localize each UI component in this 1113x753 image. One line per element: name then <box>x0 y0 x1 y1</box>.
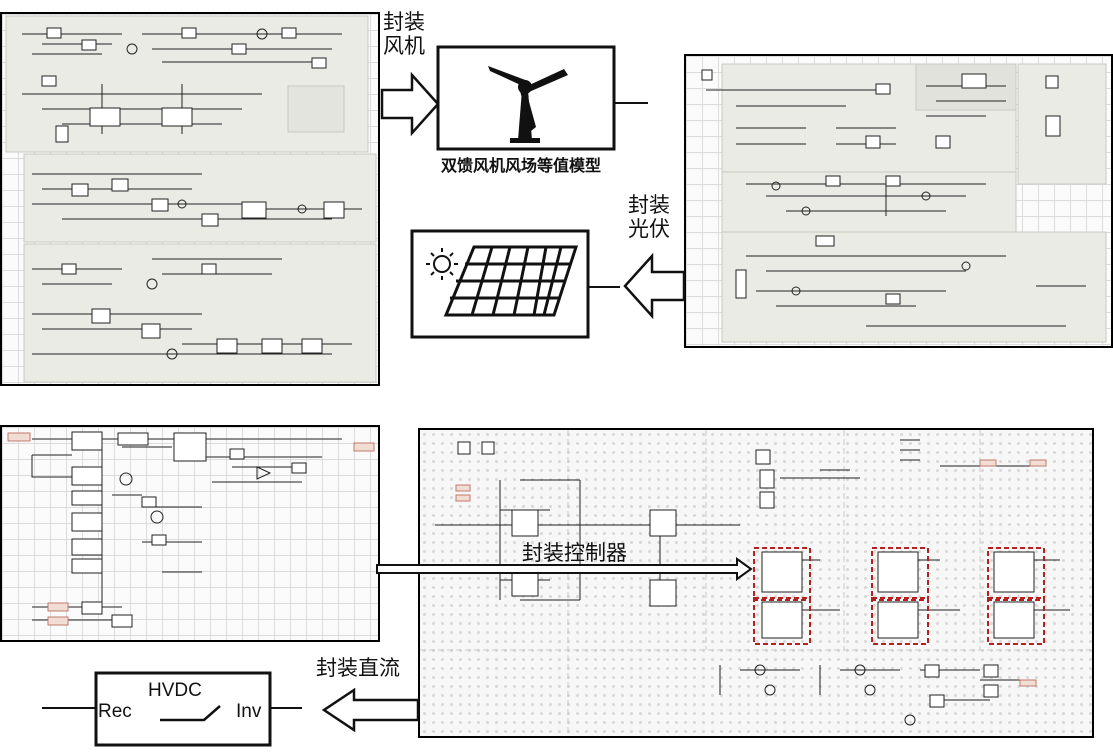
pv-pack-label: 封装 光伏 <box>628 193 670 241</box>
hvdc-inv-label: Inv <box>236 701 262 722</box>
controller-schematic-panel <box>0 425 380 642</box>
dc-pack-label: 封装直流 <box>316 656 400 680</box>
highlight-box-5 <box>871 597 929 645</box>
dc-pack-arrow <box>321 688 420 732</box>
highlight-box-2 <box>871 547 929 601</box>
system-schematic-panel <box>418 428 1094 738</box>
solar-panel-icon <box>443 245 579 317</box>
highlight-box-3 <box>987 547 1045 601</box>
pv-pack-label-line2: 光伏 <box>628 217 670 242</box>
schematic-blocks-a <box>22 27 342 143</box>
thyristor-arrow-icon <box>160 705 221 722</box>
wind-farm-schematic <box>5 15 377 383</box>
controller-schematic <box>7 431 375 628</box>
wind-model-caption: 双馈风机风场等值模型 <box>441 156 601 175</box>
pv-pack-label-line1: 封装 <box>628 193 670 217</box>
controller-pack-arrow <box>376 557 753 581</box>
wind-pack-label: 封装 风机 <box>383 10 425 58</box>
schematic-blocks-c <box>32 258 352 360</box>
sun-icon <box>426 248 458 280</box>
controller-highlight-boxes <box>753 547 1045 645</box>
highlight-box-1 <box>753 547 811 601</box>
controller-pack-label: 封装控制器 <box>522 541 627 565</box>
highlight-box-4 <box>753 597 811 645</box>
wind-farm-equivalent-block: 双馈风机风场等值模型 <box>436 45 648 175</box>
wind-pack-label-line1: 封装 <box>383 10 425 34</box>
wind-turbine-icon <box>488 66 568 143</box>
schematic-blocks-b <box>32 173 362 227</box>
pv-schematic-panel <box>684 54 1113 348</box>
hvdc-rec-label: Rec <box>98 701 132 722</box>
system-schematic <box>420 430 1092 736</box>
wind-farm-schematic-panel <box>0 12 380 386</box>
wind-pack-label-line2: 风机 <box>383 34 425 59</box>
hvdc-block: HVDC Rec Inv <box>42 671 302 747</box>
highlight-box-6 <box>987 597 1045 645</box>
wind-pack-arrow <box>380 72 440 136</box>
pv-equivalent-block <box>410 229 620 339</box>
pv-schematic <box>701 63 1107 343</box>
pv-pack-arrow <box>623 253 686 319</box>
hvdc-title: HVDC <box>148 680 202 701</box>
